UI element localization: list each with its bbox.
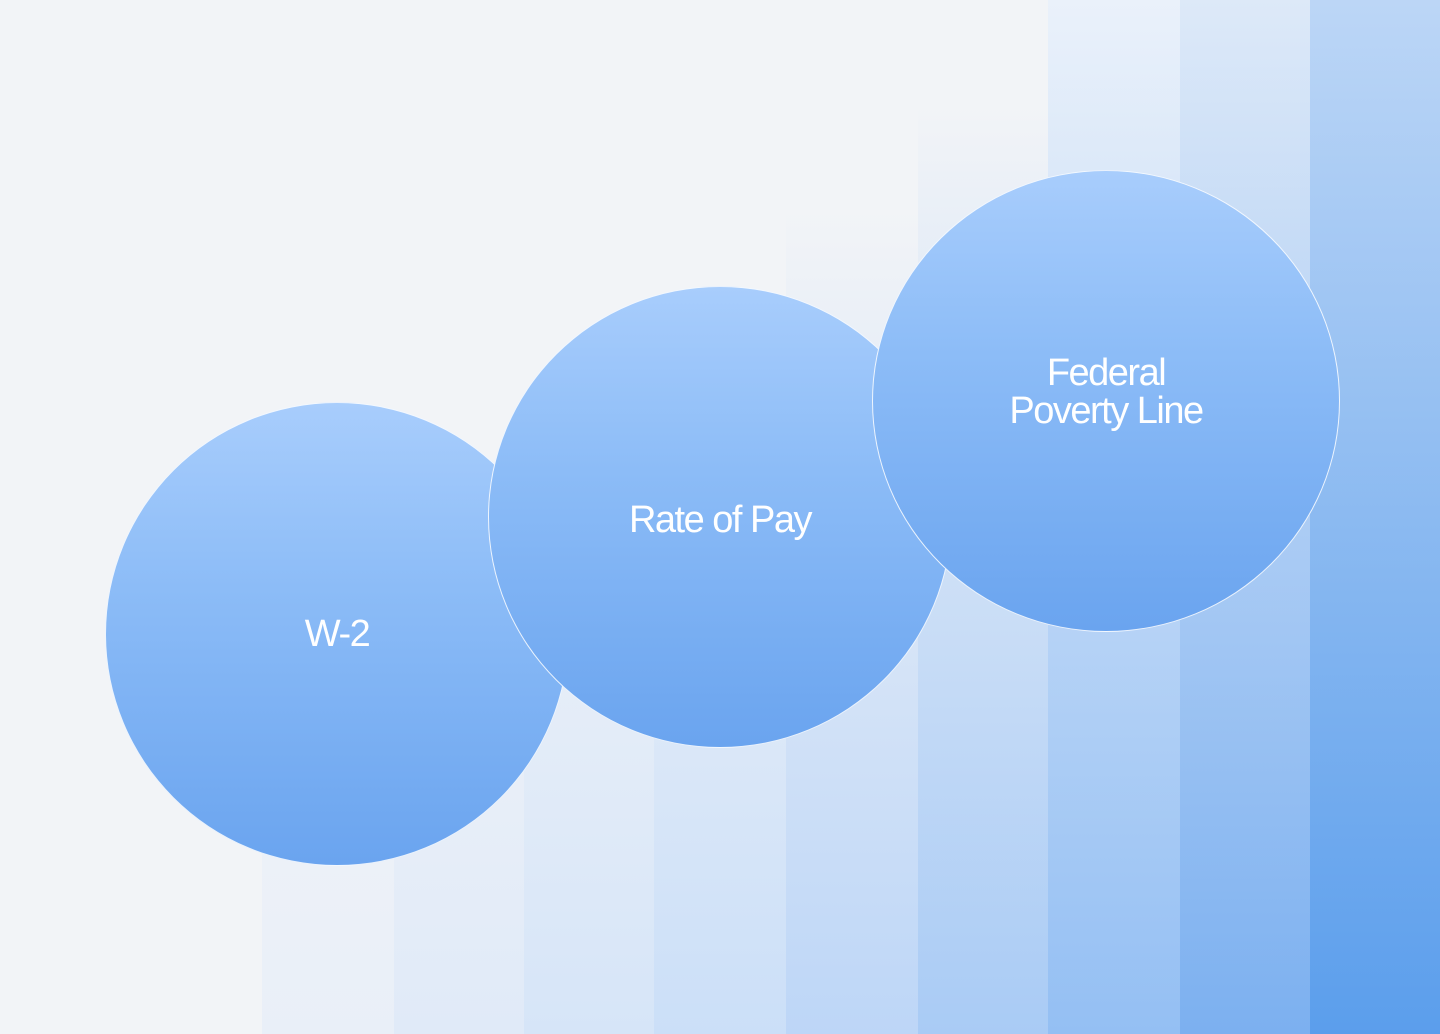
circle-federal-poverty-line: Federal Poverty Line (872, 170, 1340, 632)
circle-label: Rate of Pay (628, 499, 813, 541)
circle-label: Federal Poverty Line (1009, 352, 1204, 432)
circle-label: W-2 (304, 613, 371, 655)
background-bar (1310, 0, 1440, 1034)
